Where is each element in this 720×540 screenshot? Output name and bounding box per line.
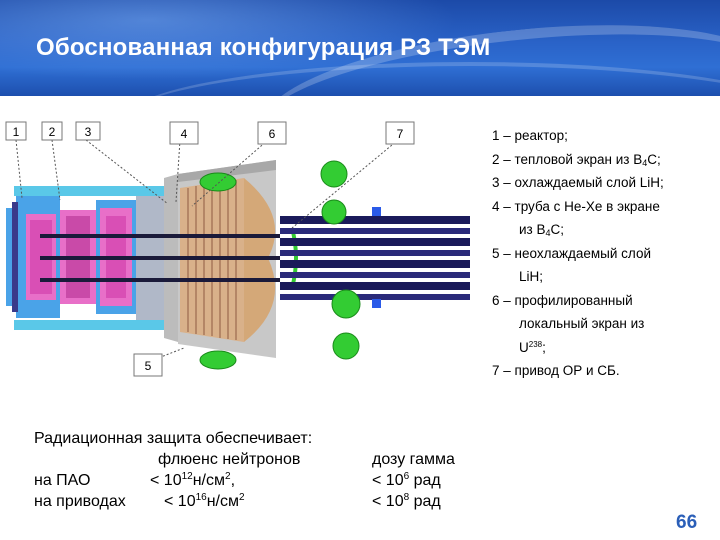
legend-item-5-cont: LiH; <box>519 269 544 284</box>
shield-diagram-svg: 1 2 3 4 6 7 5 <box>0 116 470 408</box>
row-pao-neutron: < 1012н/см2, <box>150 471 236 490</box>
legend-item-7: 7 – привод ОР и СБ. <box>492 363 620 378</box>
row-pao-label: на ПАО <box>34 472 91 489</box>
protection-heading: Радиационная защита обеспечивает: <box>34 430 313 447</box>
callout-4: 4 <box>169 121 199 145</box>
control-rods <box>40 216 470 300</box>
title-bar: Обоснованная конфигурация РЗ ТЭМ <box>0 0 720 96</box>
legend-item-3: 3 – охлаждаемый слой LiH; <box>492 175 664 190</box>
legend-item-5: 5 – неохлаждаемый слой <box>492 245 652 261</box>
svg-text:6: 6 <box>269 127 276 141</box>
legend-item-6-cont: локальный экран из <box>519 316 645 331</box>
green-circle <box>332 332 360 360</box>
blue-square <box>372 207 381 216</box>
callout-7: 7 <box>385 121 415 145</box>
callout-2: 2 <box>41 121 63 141</box>
blue-square <box>372 299 381 308</box>
page-number: 66 <box>676 512 698 533</box>
green-ellipse-top <box>199 172 237 192</box>
callout-5: 5 <box>133 353 163 377</box>
legend-item-1: 1 – реактор; <box>492 128 568 143</box>
legend-item-4-cont: из В4С; <box>519 222 565 238</box>
green-circle <box>321 199 347 225</box>
green-circle <box>320 160 348 188</box>
svg-text:2: 2 <box>49 125 56 139</box>
title-swoosh-2 <box>120 62 720 96</box>
green-ellipse-bottom <box>199 350 237 370</box>
callout-3: 3 <box>75 121 101 141</box>
row-drives-label: на приводах <box>34 493 126 510</box>
legend-item-2: 2 – тепловой экран из В4С; <box>492 151 661 168</box>
top-cooling-tube <box>14 186 164 196</box>
callout-lines <box>15 139 399 363</box>
slide-title: Обоснованная конфигурация РЗ ТЭМ <box>36 34 491 61</box>
row-drives-gamma: < 108 рад <box>372 492 441 511</box>
callout-1: 1 <box>5 121 27 141</box>
green-circle <box>331 289 361 319</box>
bottom-cooling-tube <box>14 320 164 330</box>
svg-text:1: 1 <box>13 125 20 139</box>
row-drives-neutron: < 1016н/см2 <box>164 492 245 511</box>
svg-text:5: 5 <box>145 359 152 373</box>
shield-diagram: 1 2 3 4 6 7 5 <box>0 116 470 408</box>
svg-text:7: 7 <box>397 127 404 141</box>
legend-item-6-cont-2: U238; <box>519 339 546 355</box>
gamma-column-header: дозу гамма <box>372 451 455 468</box>
row-pao-gamma: < 106 рад <box>372 471 441 490</box>
neutron-column-header: флюенс нейтронов <box>158 451 301 468</box>
legend-item-6: 6 – профилированный <box>492 292 633 308</box>
callout-6: 6 <box>257 121 287 145</box>
legend-item-4: 4 – труба с He-Xe в экране <box>492 198 660 214</box>
svg-text:3: 3 <box>85 125 92 139</box>
svg-text:4: 4 <box>181 127 188 141</box>
legend: 1 – реактор; 2 – тепловой экран из В4С; … <box>492 124 716 383</box>
